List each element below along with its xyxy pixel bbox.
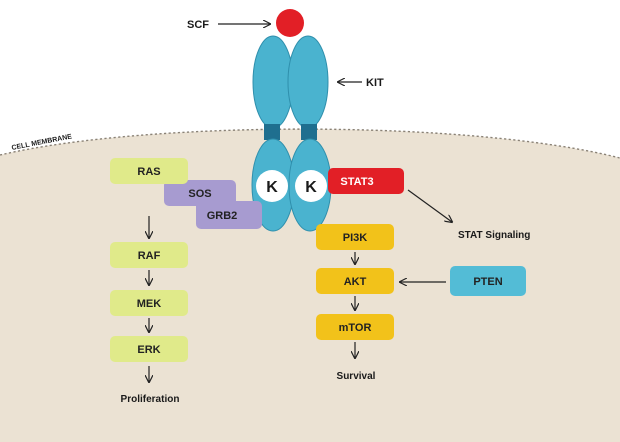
node-ras-label: RAS	[137, 166, 160, 178]
scf-ligand	[276, 9, 304, 37]
node-akt-label: AKT	[344, 276, 367, 288]
cell-membrane-line	[0, 128, 620, 159]
kinase-domain-right-label: K	[305, 179, 317, 196]
node-stat3-label: STAT3	[340, 176, 373, 188]
scf-label: SCF	[187, 19, 209, 31]
node-pten-label: PTEN	[473, 276, 502, 288]
node-raf	[110, 242, 188, 268]
node-erk-label: ERK	[137, 344, 160, 356]
node-pi3k-label: PI3K	[343, 232, 368, 244]
cell-body	[0, 129, 620, 442]
kinase-domain-right	[295, 170, 327, 202]
node-grb2-label: GRB2	[207, 210, 238, 222]
node-grb2	[196, 201, 262, 229]
node-stat3	[328, 168, 404, 194]
node-ras	[110, 158, 188, 184]
node-mek-label: MEK	[137, 298, 162, 310]
node-akt	[316, 268, 394, 294]
node-erk	[110, 336, 188, 362]
kit-receptor-left-extracellular	[252, 35, 294, 129]
node-sos	[164, 180, 236, 206]
kit-label: KIT	[366, 77, 384, 89]
proliferation-label: Proliferation	[121, 394, 180, 405]
kit-transmembrane-left	[264, 124, 280, 140]
kit-transmembrane-right	[301, 124, 317, 140]
kinase-domain-left-label: K	[266, 179, 278, 196]
node-sos-label: SOS	[188, 188, 211, 200]
stat-signaling-arrow	[407, 189, 452, 222]
node-mtor	[316, 314, 394, 340]
node-pi3k	[316, 224, 394, 250]
survival-label: Survival	[337, 371, 376, 382]
node-mek	[110, 290, 188, 316]
kinase-domain-left	[256, 170, 288, 202]
node-pten	[450, 266, 526, 296]
node-raf-label: RAF	[138, 250, 161, 262]
kit-receptor-right-extracellular	[287, 35, 329, 129]
stat-signaling-label: STAT Signaling	[458, 230, 530, 241]
node-mtor-label: mTOR	[339, 322, 372, 334]
